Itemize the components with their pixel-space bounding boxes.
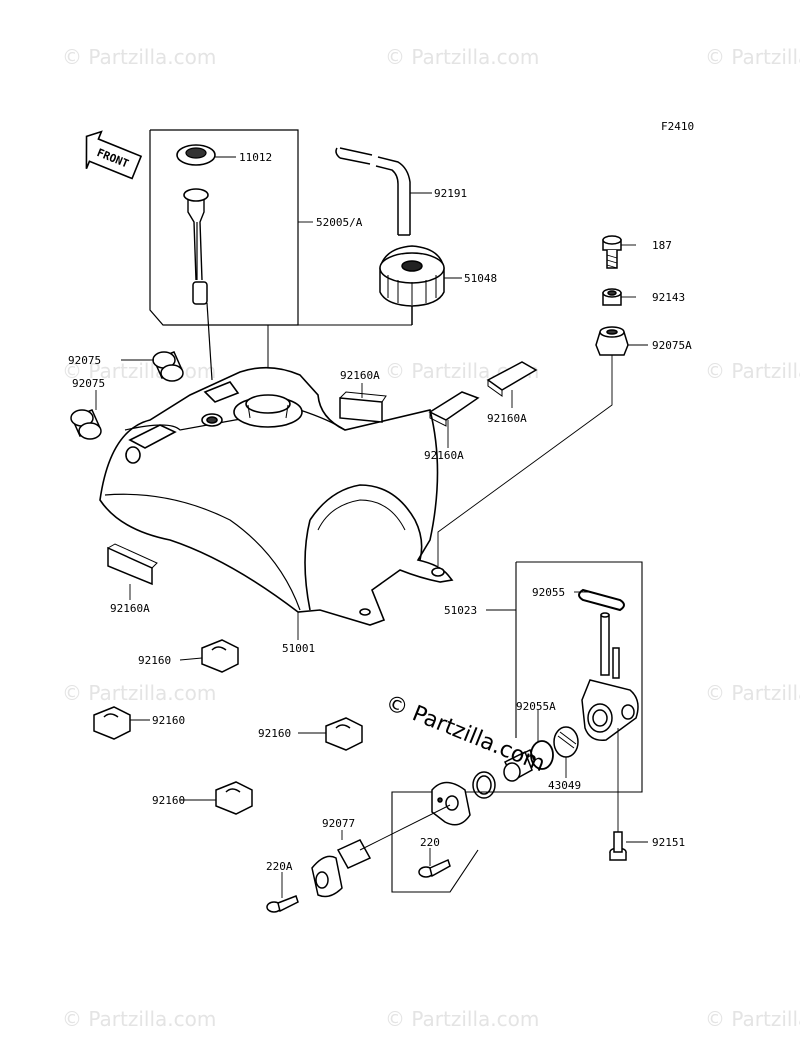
watermark: © Partzilla.com [62,45,216,69]
fuel-cock [581,612,639,741]
part-label-51001: 51001 [282,642,315,655]
part-label-92075-upper: 92075 [68,354,101,367]
part-label-52005a: 52005/A [316,216,363,229]
fuel-gauge-assembly [149,129,299,381]
part-label-187: 187 [652,239,672,252]
damper-92075a [595,326,629,356]
pad-92160a-center [339,391,387,423]
leader-lines [95,156,648,898]
watermark: © Partzilla.com [705,359,800,383]
screw-220 [418,858,451,878]
pad-92160a-left [107,543,158,586]
watermark: © Partzilla.com [705,681,800,705]
watermark: © Partzilla.com [385,45,539,69]
part-label-51048: 51048 [464,272,497,285]
o-ring-small [472,771,496,799]
watermark: © Partzilla.com [385,1007,539,1031]
part-labels: 11012 92191 52005/A 187 51048 92143 9207… [68,151,692,873]
fuel-cock-bracket [391,561,643,893]
fuel-tank [99,366,454,626]
breather-tube [335,147,411,236]
figure-code: F2410 [661,120,694,133]
part-label-51023: 51023 [444,604,477,617]
part-label-11012: 11012 [239,151,272,164]
screw-220a [266,895,299,913]
part-label-220a: 220A [266,860,293,873]
part-label-43049: 43049 [548,779,581,792]
part-label-92160-b: 92160 [152,714,185,727]
part-label-92160a-center: 92160A [340,369,380,382]
watermark: © Partzilla.com [62,681,216,705]
bolt-92151 [609,831,627,861]
part-label-92160-c: 92160 [258,727,291,740]
watermark: © Partzilla.com [705,1007,800,1031]
part-label-92160-a: 92160 [138,654,171,667]
part-label-92075a: 92075A [652,339,692,352]
watermark: © Partzilla.com [62,359,216,383]
lever-92077 [311,804,451,898]
part-label-92055a: 92055A [516,700,556,713]
part-label-92055: 92055 [532,586,565,599]
front-arrow: FRONT [85,130,143,180]
pad-92160a-mid [428,391,480,427]
part-label-92160a-left: 92160A [110,602,150,615]
watermarks: © Partzilla.com © Partzilla.com © Partzi… [62,45,800,1031]
part-label-92160a-mid: 92160A [424,449,464,462]
holder-92160-d [215,781,253,815]
seal-43049 [553,726,579,758]
holder-92160-b [93,706,131,740]
watermark: © Partzilla.com [62,1007,216,1031]
o-ring-92055 [578,588,625,612]
collar-92143 [602,288,622,306]
holder-92160-c [325,717,363,751]
collar-92075-upper [152,351,184,382]
pad-92160a-right [486,361,538,397]
bolt-187 [602,235,622,269]
holder-92160-a [201,639,239,673]
part-label-92143: 92143 [652,291,685,304]
collar-92075-lower [70,409,102,440]
part-label-92191: 92191 [434,187,467,200]
part-label-92075-lower: 92075 [72,377,105,390]
fuel-cap [267,245,445,395]
part-label-92160a-right: 92160A [487,412,527,425]
gasket-92055a [530,740,554,770]
cock-plate [431,781,471,826]
lever-shaft [503,748,535,782]
part-label-92160-d: 92160 [152,794,185,807]
part-label-92077: 92077 [322,817,355,830]
part-label-92151: 92151 [652,836,685,849]
part-label-220: 220 [420,836,440,849]
watermark: © Partzilla.com [705,45,800,69]
